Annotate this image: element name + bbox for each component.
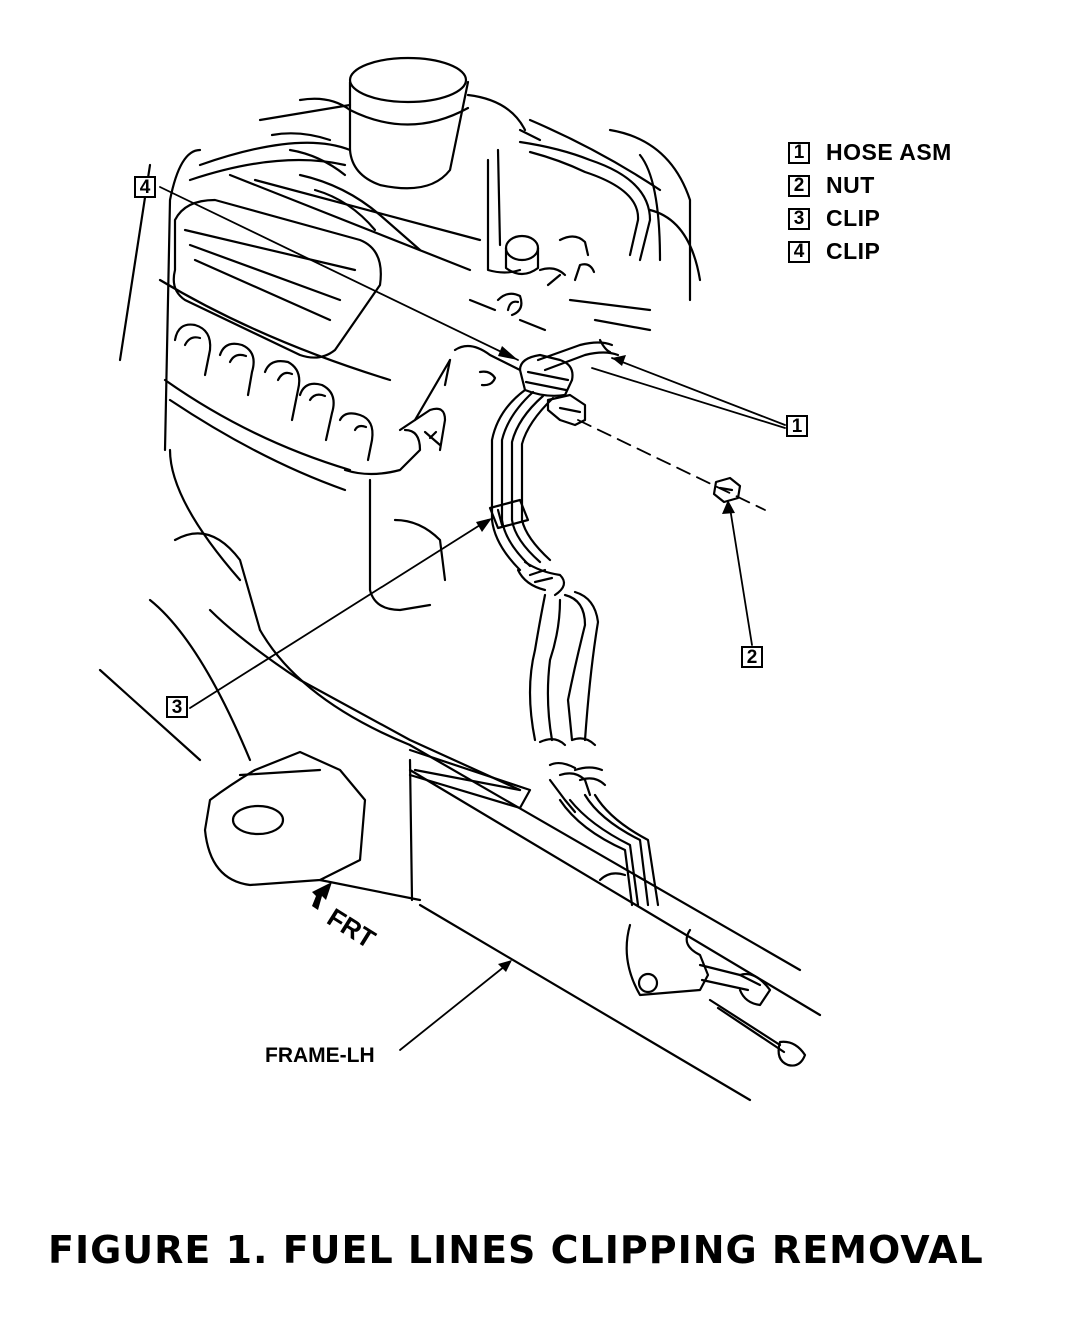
front-direction-arrow	[312, 882, 332, 910]
legend-number: 1	[788, 141, 810, 164]
leader-lines	[159, 186, 786, 1051]
callout-4: 4	[134, 176, 156, 198]
legend-item: 2 NUT	[788, 169, 952, 202]
engine-block	[118, 56, 702, 612]
callout-2: 2	[741, 646, 763, 668]
legend-label: CLIP	[826, 238, 881, 264]
legend-item: 1 HOSE ASM	[788, 136, 952, 169]
fuel-lines	[488, 388, 807, 1067]
legend-item: 3 CLIP	[788, 202, 952, 235]
legend-number: 3	[788, 207, 810, 230]
parts-legend: 1 HOSE ASM 2 NUT 3 CLIP 4 CLIP	[788, 136, 952, 268]
legend-number: 4	[788, 240, 810, 263]
legend-label: CLIP	[826, 205, 881, 231]
frame-lh	[98, 448, 822, 1102]
callout-1: 1	[786, 415, 808, 437]
callout-3: 3	[166, 696, 188, 718]
legend-number: 2	[788, 174, 810, 197]
legend-label: NUT	[826, 172, 875, 198]
arrowheads	[476, 346, 735, 972]
fuel-line-connector	[518, 353, 587, 427]
nut-part	[712, 476, 742, 504]
frame-label: FRAME-LH	[265, 1044, 375, 1067]
figure-caption: FIGURE 1. FUEL LINES CLIPPING REMOVAL	[48, 1228, 984, 1272]
legend-label: HOSE ASM	[826, 139, 952, 165]
legend-item: 4 CLIP	[788, 235, 952, 268]
